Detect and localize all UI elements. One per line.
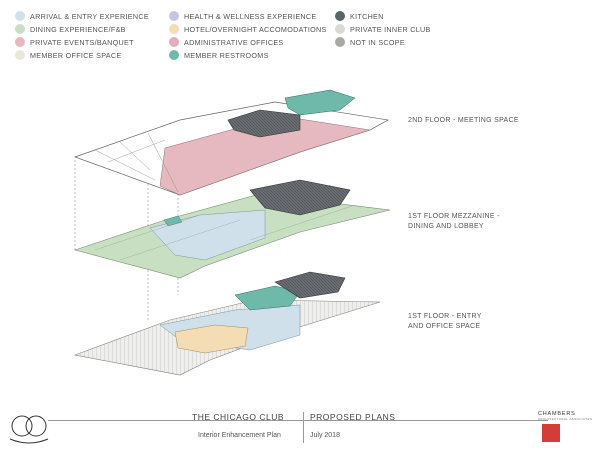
floor-label-mezzanine-line2: DINING AND LOBBEY (408, 223, 484, 230)
legend-swatch (169, 11, 179, 21)
legend-label: NOT IN SCOPE (350, 37, 405, 47)
legend-label: ARRIVAL & ENTRY EXPERIENCE (30, 11, 149, 21)
legend-item-dining: DINING EXPERIENCE/F&B (15, 24, 126, 34)
legend-item-kitchen: KITCHEN (335, 11, 384, 21)
legend-label: ADMINISTRATIVE OFFICES (184, 37, 284, 47)
legend-item-member-office: MEMBER OFFICE SPACE (15, 50, 121, 60)
legend-label: MEMBER RESTROOMS (184, 50, 269, 60)
footer-divider (303, 412, 304, 443)
legend-item-events: PRIVATE EVENTS/BANQUET (15, 37, 134, 47)
legend-item-not-in-scope: NOT IN SCOPE (335, 37, 405, 47)
legend-item-arrival: ARRIVAL & ENTRY EXPERIENCE (15, 11, 149, 21)
floor-2nd (73, 89, 390, 196)
legend-item-inner-club: PRIVATE INNER CLUB (335, 24, 431, 34)
floor-label-2nd: 2ND FLOOR - MEETING SPACE (408, 117, 519, 124)
footer-rule (48, 420, 548, 421)
legend-label: KITCHEN (350, 11, 384, 21)
legend-label: PRIVATE INNER CLUB (350, 24, 431, 34)
legend-swatch (335, 11, 345, 21)
floor-1st (73, 271, 381, 376)
legend-label: HEALTH & WELLNESS EXPERIENCE (184, 11, 317, 21)
floor-plan-diagram (73, 89, 391, 376)
footer-title: THE CHICAGO CLUB (192, 412, 285, 422)
legend-swatch (15, 37, 25, 47)
legend-swatch (169, 50, 179, 60)
legend-item-restrooms: MEMBER RESTROOMS (169, 50, 269, 60)
legend-swatch (15, 50, 25, 60)
footer-section: PROPOSED PLANS (310, 412, 396, 422)
floor-label-1st-line1: 1ST FLOOR - ENTRY (408, 313, 482, 320)
legend-swatch (169, 37, 179, 47)
legend-item-admin: ADMINISTRATIVE OFFICES (169, 37, 284, 47)
legend-swatch (15, 24, 25, 34)
legend-label: MEMBER OFFICE SPACE (30, 50, 122, 60)
legend-swatch (335, 37, 345, 47)
legend-item-health: HEALTH & WELLNESS EXPERIENCE (169, 11, 317, 21)
footer-date: July 2018 (310, 432, 340, 439)
firm-name: CHAMBERS (538, 411, 576, 417)
footer-subtitle: Interior Enhancement Plan (198, 432, 281, 439)
floor-mezzanine (73, 179, 391, 279)
legend-label: HOTEL/OVERNIGHT ACCOMODATIONS (184, 24, 327, 34)
floor-label-mezzanine-line1: 1ST FLOOR MEZZANINE - (408, 213, 500, 220)
firm-logo-mark (542, 424, 560, 442)
legend-swatch (169, 24, 179, 34)
firm-subtitle: ARCHITECTURAL ASSOCIATES (538, 417, 593, 421)
legend-swatch (15, 11, 25, 21)
club-logo (9, 415, 49, 444)
floor-label-1st-line2: AND OFFICE SPACE (408, 323, 481, 330)
legend-swatch (335, 24, 345, 34)
legend-label: DINING EXPERIENCE/F&B (30, 24, 126, 34)
legend-item-hotel: HOTEL/OVERNIGHT ACCOMODATIONS (169, 24, 327, 34)
legend-label: PRIVATE EVENTS/BANQUET (30, 37, 134, 47)
